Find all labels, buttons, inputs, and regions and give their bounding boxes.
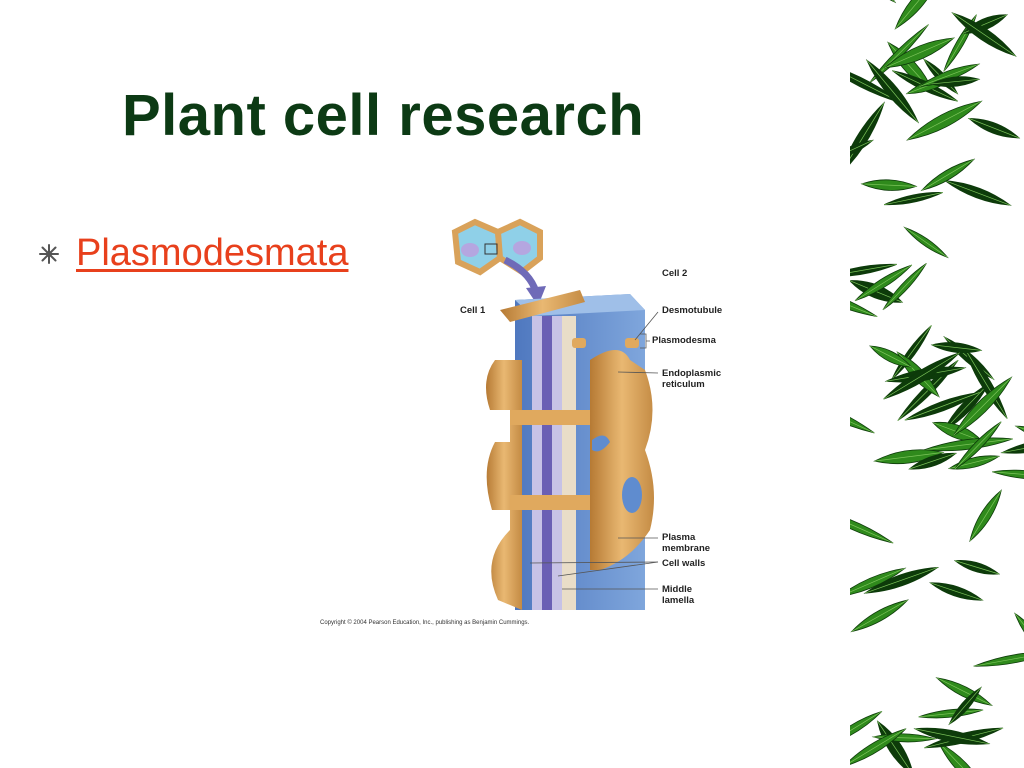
cell2-endoplasmic-reticulum	[572, 338, 654, 570]
bamboo-leaf-vein	[923, 438, 1013, 451]
bamboo-leaf-vein	[918, 709, 984, 718]
bamboo-leaf-vein	[850, 283, 878, 317]
bamboo-leaf-vein	[954, 421, 1002, 470]
label-plasmodesma: Plasmodesma	[652, 335, 717, 346]
bamboo-leaf-vein	[921, 159, 975, 191]
bamboo-leaf-vein	[883, 352, 960, 400]
bamboo-leaf-vein	[938, 742, 986, 768]
bamboo-leaf-vein	[895, 0, 940, 29]
bamboo-leaf-vein	[904, 227, 948, 258]
bamboo-leaf-vein	[882, 263, 927, 311]
bamboo-leaf-vein	[1001, 437, 1024, 454]
bamboo-leaf-vein	[884, 192, 943, 206]
bamboo-leaf-vein	[952, 12, 1016, 57]
bamboo-leaf-vein	[904, 392, 980, 421]
bamboo-leaf-vein	[850, 139, 873, 160]
bamboo-leaf-vein	[930, 582, 983, 601]
plasmodesmata-diagram: Cell 1 Cell 2 Desmotubule Plasmodesma En…	[320, 218, 722, 626]
label-pm-line1: Plasma	[662, 532, 696, 543]
bamboo-leaf-vein	[864, 567, 938, 594]
bamboo-leaf-vein	[931, 78, 980, 85]
label-leader-lines	[529, 311, 659, 590]
cell1-plasma-membrane	[486, 290, 590, 610]
bamboo-leaf-vein	[948, 687, 982, 725]
bamboo-leaf-vein	[954, 560, 1000, 575]
bamboo-leaf-vein	[874, 452, 944, 462]
bamboo-leaf-vein	[969, 490, 1002, 542]
bamboo-leaves-decoration	[850, 0, 1024, 768]
bamboo-leaf-vein	[931, 344, 982, 351]
bamboo-leaf-vein	[869, 345, 912, 368]
label-pm-line2: membrane	[662, 543, 710, 554]
bamboo-leaf-vein	[1014, 613, 1024, 660]
bamboo-leaf-vein	[919, 63, 979, 87]
bamboo-leaf-vein	[850, 728, 907, 767]
bamboo-leaf-vein	[850, 62, 902, 104]
label-er-line2: reticulum	[662, 379, 705, 390]
bamboo-leaf-vein	[992, 471, 1024, 478]
bamboo-leaf-vein	[850, 508, 894, 544]
bamboo-leaf-vein	[936, 677, 992, 706]
label-cell2: Cell 2	[662, 268, 687, 279]
bamboo-leaf-vein	[909, 452, 957, 470]
label-ml-line1: Middle	[662, 584, 692, 595]
bamboo-leaf-vein	[964, 348, 1008, 419]
bamboo-leaf-vein	[850, 102, 885, 175]
bamboo-leaf-vein	[884, 37, 955, 69]
bamboo-leaf-vein	[914, 728, 990, 745]
bamboo-leaf-vein	[877, 721, 914, 768]
two-cell-inset-icon	[451, 218, 546, 306]
label-ml-line2: lamella	[662, 595, 695, 606]
label-er-line1: Endoplasmic	[662, 368, 721, 379]
label-cell1: Cell 1	[460, 305, 486, 316]
bamboo-leaf-vein	[907, 100, 982, 141]
bamboo-leaf-vein	[973, 651, 1024, 667]
plasmodesmata-link[interactable]: Plasmodesmata	[76, 232, 349, 274]
bamboo-leaf-cluster	[850, 0, 1024, 768]
bullet-item: Plasmodesmata	[38, 232, 348, 275]
bamboo-leaf-vein	[866, 60, 919, 123]
copyright-notice: Copyright © 2004 Pearson Education, Inc.…	[320, 619, 530, 626]
slide-title: Plant cell research	[122, 83, 645, 148]
starburst-bullet-icon	[39, 243, 59, 264]
bamboo-leaf-vein	[850, 567, 906, 598]
bamboo-leaf-vein	[953, 377, 1012, 436]
label-cell-walls: Cell walls	[662, 558, 705, 569]
bamboo-leaf-vein	[854, 264, 913, 302]
bamboo-leaf-vein	[850, 395, 875, 434]
bamboo-leaf-vein	[944, 180, 1011, 206]
label-desmotubule: Desmotubule	[662, 305, 722, 316]
bamboo-leaf-vein	[850, 263, 897, 277]
bamboo-leaf-vein	[850, 711, 883, 747]
bamboo-leaf	[992, 469, 1024, 480]
bamboo-leaf-vein	[968, 118, 1020, 139]
bamboo-leaf-vein	[943, 383, 989, 431]
bamboo-leaf-vein	[851, 599, 908, 632]
bamboo-leaf-vein	[891, 325, 932, 380]
bamboo-leaf-vein	[861, 183, 917, 187]
